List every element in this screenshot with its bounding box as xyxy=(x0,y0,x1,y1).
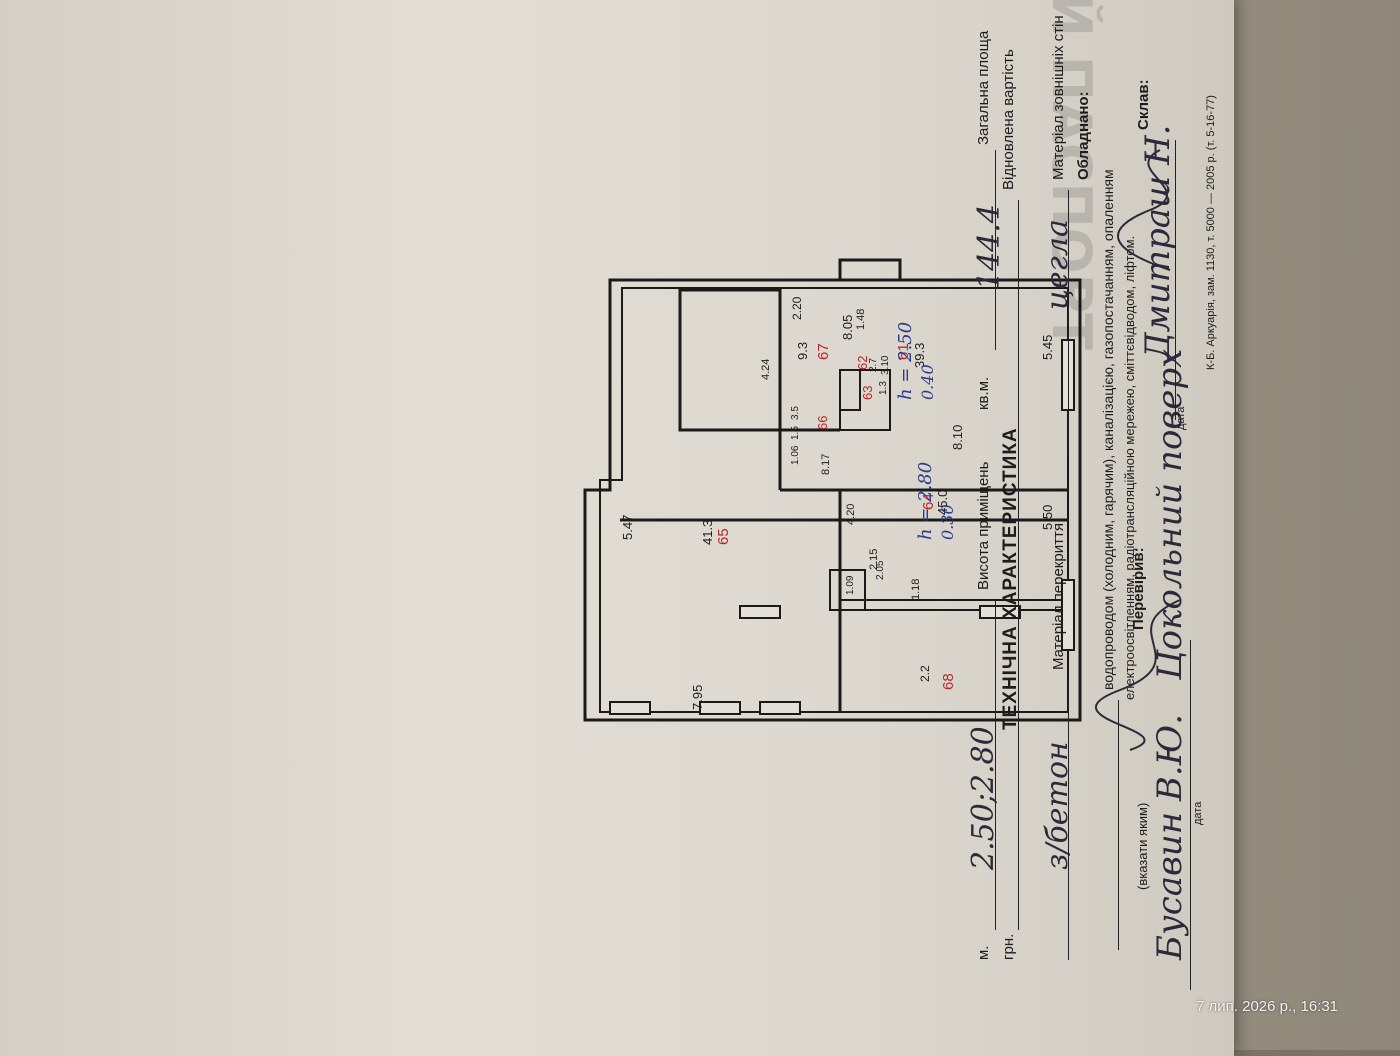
signatures xyxy=(1094,149,1181,751)
rotated-page: ТЕХНІЧНИЙ ПАСПОРТ Цокольний поверх xyxy=(583,0,1217,990)
photo-timestamp: 7 лип. 2026 р., 16:31 xyxy=(1196,998,1339,1015)
document-sheet xyxy=(0,0,1234,1056)
plan-walls xyxy=(583,258,1082,722)
floor-plan xyxy=(583,258,1082,722)
plan-windows xyxy=(609,339,1075,715)
